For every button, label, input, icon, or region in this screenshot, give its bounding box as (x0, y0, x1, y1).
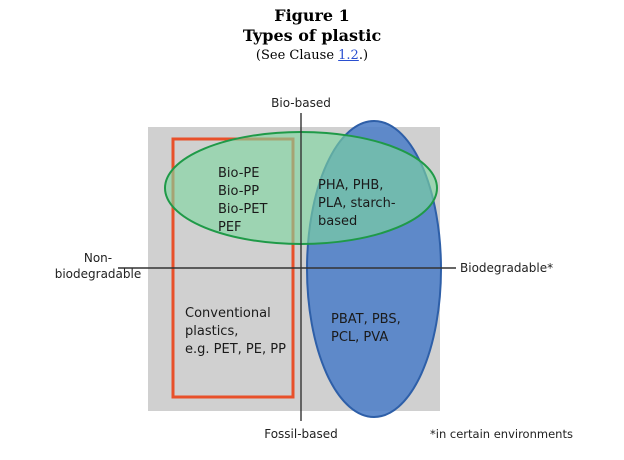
region-bio-nonbio-4: PEF (218, 220, 242, 235)
region-conventional-1: Conventional (185, 306, 271, 321)
axis-label-right: Biodegradable* (460, 261, 553, 275)
region-fossil-bio-1: PBAT, PBS, (331, 312, 401, 327)
region-fossil-bio-2: PCL, PVA (331, 330, 388, 345)
figure-number: Figure 1 (274, 6, 350, 25)
axis-label-left-2: biodegradable (55, 267, 142, 281)
axis-label-top: Bio-based (271, 96, 331, 110)
region-bio-nonbio-1: Bio-PE (218, 166, 259, 181)
axis-label-bottom: Fossil-based (264, 427, 338, 441)
region-bio-nonbio-2: Bio-PP (218, 184, 259, 199)
footnote: *in certain environments (430, 427, 573, 441)
region-bio-bio-2: PLA, starch- (318, 196, 396, 211)
clause-ref-prefix: (See Clause (255, 48, 339, 63)
region-bio-nonbio-3: Bio-PET (218, 202, 267, 217)
region-bio-bio-1: PHA, PHB, (318, 178, 383, 193)
clause-ref-suffix: .) (358, 48, 369, 63)
clause-link[interactable]: 1.2 (338, 48, 359, 63)
clause-reference: (See Clause 1.2.) (0, 48, 624, 63)
region-conventional-2: plastics, (185, 324, 238, 339)
figure-title: Types of plastic (242, 26, 382, 45)
region-bio-bio-3: based (318, 214, 357, 229)
axis-label-left-1: Non- (84, 251, 112, 265)
region-conventional-3: e.g. PET, PE, PP (185, 342, 286, 357)
